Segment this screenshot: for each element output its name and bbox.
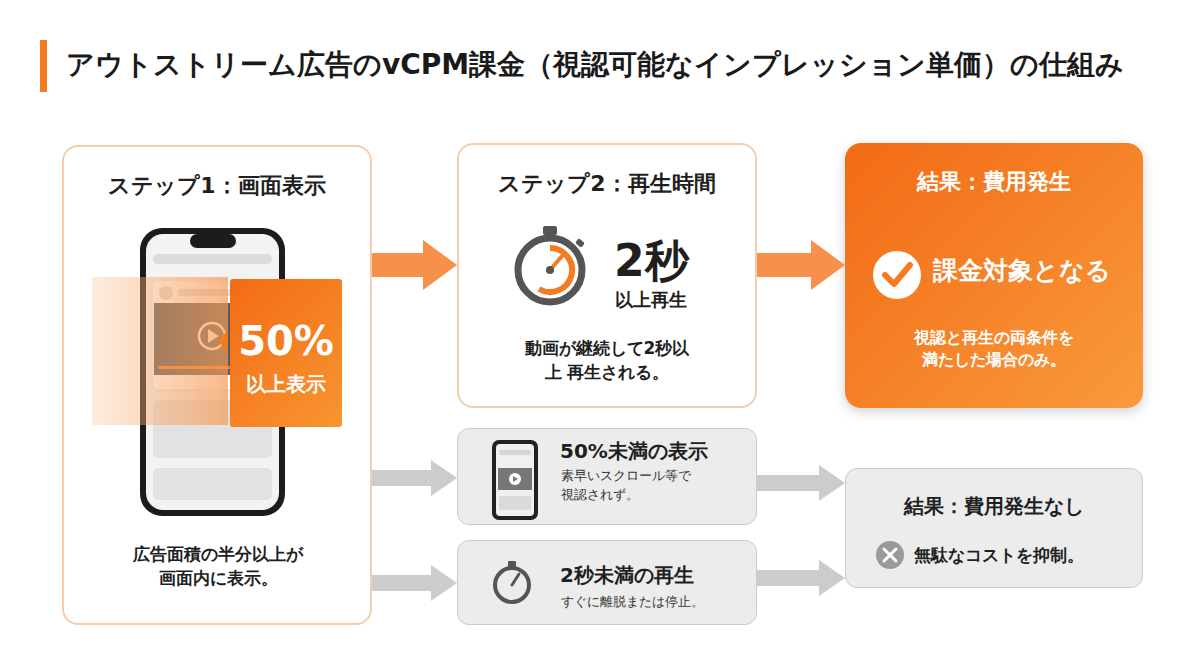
title-bar [40, 40, 47, 92]
flow-arrow [372, 470, 431, 486]
condition-heading: 50%未満の表示 [560, 439, 750, 464]
flow-arrow [757, 475, 819, 491]
seconds-label: 以上再生 [615, 289, 725, 311]
condition-box: 2秒未満の再生すぐに離脱または停止。 [457, 540, 757, 625]
step-card: ステップ2：再生時間 2秒以上再生動画が継続して2秒以上 再生される。 [457, 143, 757, 408]
condition-body: すぐに離脱または停止。 [561, 593, 751, 612]
result-heading: 結果：費用発生なし [846, 492, 1142, 520]
result-body: 視認と再生の両条件を 満たした場合のみ。 [909, 327, 1079, 372]
seconds-value: 2秒 [614, 235, 724, 288]
condition-box: 50%未満の表示素早いスクロール等で 視認されず。 [457, 428, 757, 525]
result-heading: 結果：費用発生 [845, 167, 1143, 198]
flow-arrow [757, 570, 819, 586]
title-bar [40, 40, 47, 92]
flow-arrow [372, 253, 423, 277]
condition-heading: 2秒未満の再生 [560, 563, 750, 588]
diagram-title: アウトストリーム広告のvCPM課金（視認可能なインプレッション単価）の仕組み [66, 47, 1124, 83]
result-card: 結果：費用発生なし無駄なコストを抑制。 [845, 468, 1143, 588]
step-card: ステップ1：画面表示広告面積の半分以上が 画面内に表示。 50% 以上表示 [62, 145, 372, 625]
percent-badge: 50% 以上表示 [230, 279, 342, 427]
result-body: 無駄なコストを抑制。 [914, 544, 1139, 566]
condition-body: 素早いスクロール等で 視認されず。 [561, 467, 701, 505]
percent-label: 以上表示 [230, 372, 342, 396]
flow-arrow [372, 575, 431, 591]
step-heading: ステップ1：画面表示 [64, 171, 370, 202]
step-body: 動画が継続して2秒以上 再生される。 [520, 337, 694, 385]
step-body: 広告面積の半分以上が 画面内に表示。 [127, 543, 309, 591]
result-status: 課金対象となる [933, 256, 1138, 286]
flow-arrow [757, 253, 811, 277]
step-heading: ステップ2：再生時間 [459, 169, 755, 200]
percent-value: 50% [230, 317, 342, 365]
result-card: 結果：費用発生課金対象となる視認と再生の両条件を 満たした場合のみ。 [845, 143, 1143, 408]
